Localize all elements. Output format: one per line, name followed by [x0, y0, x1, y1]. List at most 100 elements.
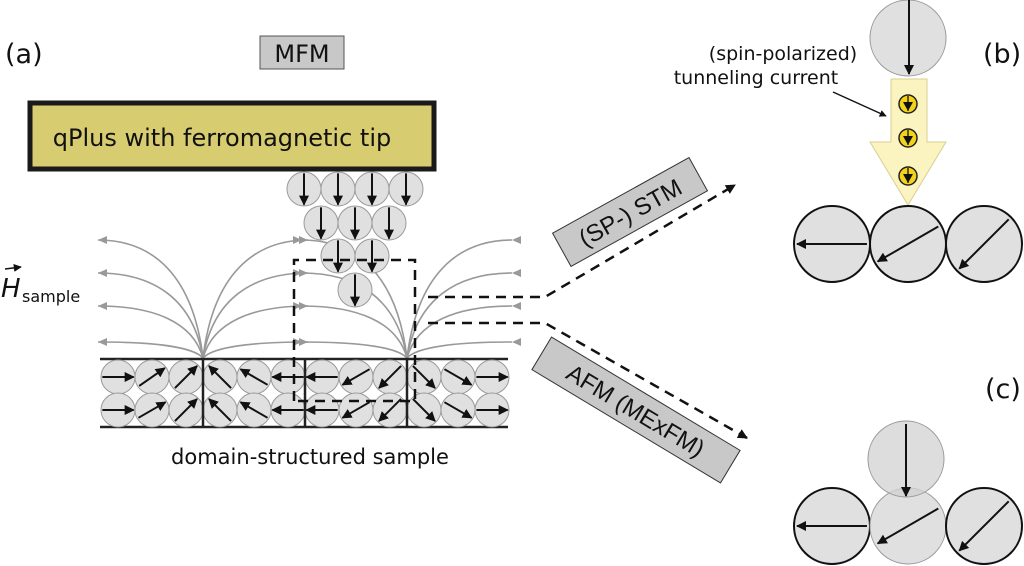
domain-structured-sample — [100, 357, 510, 429]
spin-arrow — [876, 225, 939, 263]
spin-arrow — [378, 365, 402, 389]
stray-field-lines — [97, 236, 521, 359]
field-arrowhead — [512, 269, 521, 277]
sample-atom — [168, 359, 204, 395]
surface-atom — [869, 205, 947, 283]
spin-arrow — [341, 401, 371, 419]
field-arrowhead — [98, 302, 107, 310]
spin-arrow — [239, 368, 269, 386]
spin-polarized-electrons — [898, 94, 918, 186]
field-line — [202, 272, 309, 359]
field-line — [97, 305, 204, 359]
field-arrowhead — [98, 269, 107, 277]
mfm-label-box: MFM — [259, 35, 345, 70]
field-line — [202, 305, 309, 359]
inspection-region — [292, 183, 748, 440]
stm-label-box: (SP-) STM — [551, 156, 709, 268]
current-label-line1: (spin-polarized) — [709, 43, 857, 65]
field-line — [406, 272, 513, 359]
tip-atom — [337, 205, 373, 241]
spin-arrow — [876, 507, 939, 545]
surface-atom — [945, 205, 1023, 283]
surface-atom — [793, 487, 871, 565]
tip-atom — [286, 171, 322, 207]
sample-atom — [440, 392, 476, 428]
mfm-label: MFM — [274, 40, 329, 68]
field-line — [406, 341, 513, 359]
electron-spin-icon — [898, 94, 918, 114]
panel-b-label: (b) — [983, 39, 1021, 70]
sample-atom — [406, 359, 442, 395]
field-arrowhead — [512, 338, 521, 346]
spin-arrow — [443, 368, 473, 386]
afm-label-box: AFM (MExFM) — [531, 336, 741, 484]
surface-atom — [945, 487, 1023, 565]
panel-c-label: (c) — [985, 374, 1021, 405]
sample-atom — [202, 359, 238, 395]
sample-atom — [168, 392, 204, 428]
surface-atom — [793, 205, 871, 283]
electron-spin-icon — [898, 128, 918, 148]
tip-atom — [303, 205, 339, 241]
spin-arrow — [137, 401, 167, 419]
stm-surface-atoms — [793, 205, 1023, 283]
sample-atom — [202, 392, 238, 428]
tip-atom — [320, 238, 356, 274]
sample-atom — [236, 392, 272, 428]
vector-arrow-icon — [4, 263, 22, 272]
field-line — [406, 305, 513, 359]
field-subscript: sample — [22, 287, 80, 306]
sample-atom — [236, 359, 272, 395]
cantilever-label: qPlus with ferromagnetic tip — [53, 124, 391, 152]
spin-arrow — [341, 368, 371, 386]
sample-atom — [304, 392, 340, 428]
sample-atom — [406, 392, 442, 428]
tip-atom — [388, 171, 424, 207]
surface-atom — [869, 487, 947, 565]
sample-atom — [100, 359, 136, 395]
sample-atom — [270, 392, 306, 428]
sample-atom — [372, 359, 408, 395]
field-arrowhead — [98, 338, 107, 346]
field-label: H sample — [1, 263, 80, 306]
tip-atom — [371, 205, 407, 241]
tip-atom — [354, 171, 390, 207]
field-arrowhead — [293, 236, 302, 244]
field-symbol: H — [1, 274, 21, 304]
spin-arrow — [958, 500, 1010, 552]
afm-path-arrow — [428, 321, 748, 440]
spin-arrow — [958, 218, 1010, 270]
field-line — [97, 272, 204, 359]
sample-atom — [338, 359, 374, 395]
sample-atom — [304, 359, 340, 395]
field-line — [202, 341, 309, 359]
sample-atom — [134, 359, 170, 395]
sample-atom — [338, 392, 374, 428]
field-line — [97, 239, 204, 359]
spin-arrow — [412, 365, 436, 389]
current-label-line2: tunneling current — [674, 67, 839, 89]
field-arrowhead — [512, 302, 521, 310]
electron-spin-icon — [898, 166, 918, 186]
field-line — [301, 305, 408, 359]
field-line — [97, 341, 204, 359]
sample-atom — [474, 359, 510, 395]
field-line — [406, 239, 513, 359]
spin-arrow — [378, 398, 402, 422]
field-line — [202, 239, 309, 359]
sample-atom — [270, 359, 306, 395]
spin-arrow — [138, 367, 166, 387]
current-pointer-arrow — [832, 91, 887, 117]
spin-arrow — [443, 401, 473, 419]
field-arrowhead — [98, 236, 107, 244]
spin-stm-panel: (spin-polarized) tunneling current (spin… — [674, 0, 1023, 283]
afm-surface-atoms — [793, 487, 1023, 565]
tip-atom — [337, 272, 373, 308]
mexfm-panel — [793, 420, 1023, 565]
stm-path-arrow — [428, 183, 736, 299]
tip-atom — [354, 238, 390, 274]
spin-arrow — [208, 365, 232, 389]
spin-arrow — [174, 365, 198, 389]
qplus-cantilever: qPlus with ferromagnetic tip — [27, 100, 437, 172]
